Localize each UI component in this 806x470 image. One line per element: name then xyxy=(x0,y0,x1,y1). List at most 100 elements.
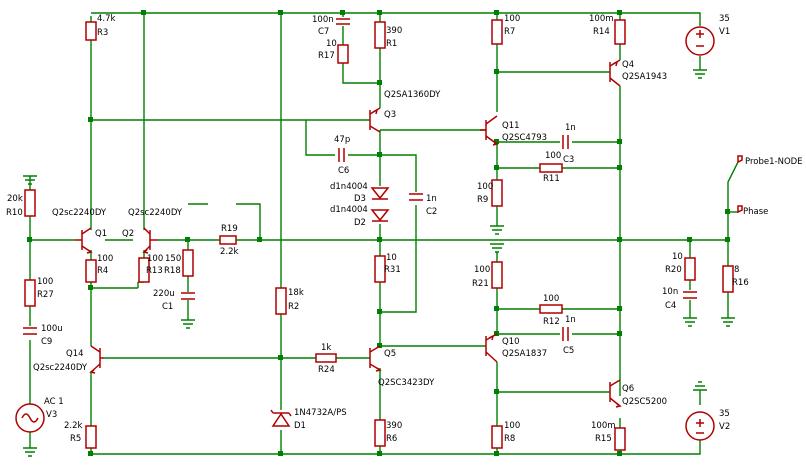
resistor-r20 xyxy=(684,257,696,281)
resistor-r19 xyxy=(219,235,237,245)
label-v3: V3 xyxy=(46,410,57,420)
label-q6-part: Q2SC5200 xyxy=(622,397,667,407)
label-r10-value: 20k xyxy=(7,194,23,204)
label-r12: R12 xyxy=(543,317,560,327)
diode-d1 xyxy=(270,409,292,427)
label-c3: C3 xyxy=(563,155,574,165)
resistor-r6 xyxy=(374,419,386,447)
label-q4: Q4 xyxy=(622,60,634,70)
label-r21: R21 xyxy=(472,279,489,289)
label-r1-value: 390 xyxy=(386,26,402,36)
voltage-source-v2 xyxy=(685,411,715,441)
label-q5-part: Q2SC3423DY xyxy=(378,378,435,388)
wires xyxy=(29,12,739,455)
transistor-q14 xyxy=(89,345,104,374)
label-r5-value: 2.2k xyxy=(64,421,83,431)
ground-icon xyxy=(693,381,707,391)
label-r10: R10 xyxy=(6,208,23,218)
transistor-q4 xyxy=(609,59,621,87)
label-v3-value: AC 1 xyxy=(44,397,64,407)
resistor-r1 xyxy=(374,21,386,49)
label-c7: C7 xyxy=(318,27,329,37)
label-r12-value: 100 xyxy=(543,294,559,304)
resistor-r12 xyxy=(539,304,563,314)
label-c6: C6 xyxy=(338,166,349,176)
label-r11-value: 100 xyxy=(545,151,561,161)
label-r20-value: 10 xyxy=(672,252,683,262)
label-r7-value: 100 xyxy=(504,14,520,24)
label-c7-value: 100n xyxy=(312,15,334,25)
label-c4-value: 10n xyxy=(662,287,678,297)
voltage-source-v1 xyxy=(685,26,715,56)
label-r6: R6 xyxy=(386,434,397,444)
label-r20: R20 xyxy=(665,265,682,275)
label-v2: V2 xyxy=(719,422,730,432)
label-r9-value: 100 xyxy=(477,182,493,192)
label-r18-value: 150 xyxy=(165,254,181,264)
label-r1: R1 xyxy=(386,39,397,49)
label-c4: C4 xyxy=(665,301,676,311)
transistor-q5 xyxy=(369,345,382,372)
capacitor-c5 xyxy=(562,327,569,341)
label-q2: Q2 xyxy=(122,229,134,239)
label-c1: C1 xyxy=(162,302,173,312)
ground-icon xyxy=(683,317,697,327)
label-r19-value: 2.2k xyxy=(220,247,239,257)
label-q3: Q3 xyxy=(384,110,396,120)
capacitor-c1 xyxy=(181,292,195,300)
diodes xyxy=(270,187,390,427)
label-d1: D1 xyxy=(294,421,306,431)
junctions xyxy=(27,10,730,456)
label-c1-value: 220u xyxy=(153,289,175,299)
transistor-q1 xyxy=(75,227,93,254)
capacitor-c2 xyxy=(409,193,423,201)
label-c2-value: 1n xyxy=(426,194,437,204)
label-c6-value: 47p xyxy=(334,135,350,145)
label-r15-value: 100m xyxy=(591,421,616,431)
label-r24-value: 1k xyxy=(321,343,331,353)
resistor-r17 xyxy=(337,44,349,64)
diode-d3 xyxy=(370,187,390,200)
label-q3-part: Q2SA1360DY xyxy=(384,90,441,100)
label-r2-value: 18k xyxy=(288,288,304,298)
label-r6-value: 390 xyxy=(386,421,402,431)
resistor-r7 xyxy=(491,19,503,45)
probes xyxy=(737,155,743,214)
label-v2-value: 35 xyxy=(719,409,730,419)
resistor-r10 xyxy=(24,189,36,217)
resistor-r13 xyxy=(138,257,150,283)
label-r2: R2 xyxy=(288,302,299,312)
label-r18: R18 xyxy=(164,266,181,276)
transistors xyxy=(75,59,622,408)
label-q10: Q10 xyxy=(502,337,520,347)
resistor-r24 xyxy=(315,353,337,363)
ground-icon xyxy=(23,175,37,185)
resistor-r14 xyxy=(614,19,626,45)
label-probe: Probe1-NODE xyxy=(745,157,803,167)
label-q14: Q14 xyxy=(66,349,84,359)
label-q5: Q5 xyxy=(384,349,396,359)
label-phase: Phase xyxy=(743,207,768,217)
label-r16-value: 8 xyxy=(734,265,739,275)
label-r24: R24 xyxy=(318,365,335,375)
resistor-r2 xyxy=(275,287,287,315)
resistor-r27 xyxy=(24,279,36,307)
capacitor-c9 xyxy=(23,327,37,335)
resistor-r9 xyxy=(491,179,503,207)
label-r31: R31 xyxy=(384,265,401,275)
label-r19: R19 xyxy=(221,224,238,234)
resistor-r21 xyxy=(491,261,503,289)
capacitor-c3 xyxy=(562,135,569,149)
label-r3: R3 xyxy=(97,28,108,38)
label-r5: R5 xyxy=(70,434,81,444)
label-r9: R9 xyxy=(477,195,488,205)
capacitor-c7 xyxy=(336,18,350,25)
capacitor-c4 xyxy=(683,291,697,299)
label-q6: Q6 xyxy=(622,384,634,394)
label-r13-value: 100 xyxy=(147,254,163,264)
resistor-r3 xyxy=(85,21,97,41)
label-q10-part: Q2SA1837 xyxy=(502,349,547,359)
resistor-r15 xyxy=(614,427,626,451)
label-q1-part: Q2sc2240DY xyxy=(52,208,107,218)
